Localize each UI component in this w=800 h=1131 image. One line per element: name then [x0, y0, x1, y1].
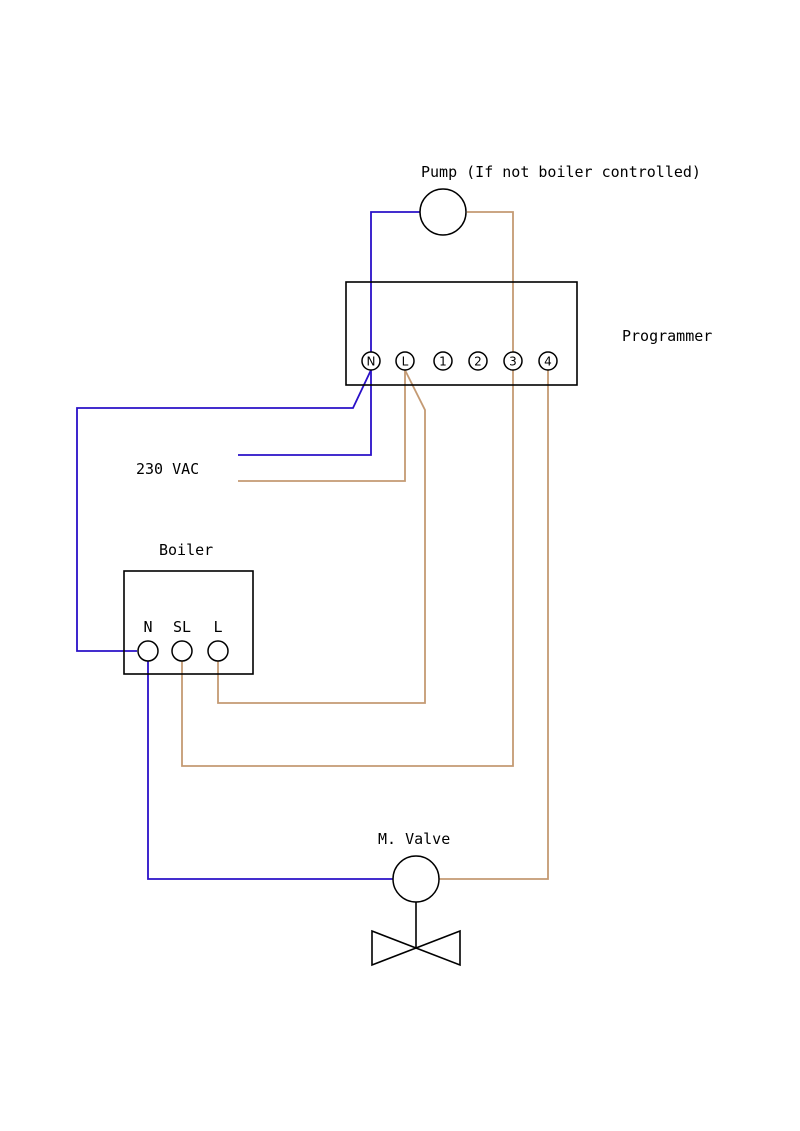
programmer-terminal-3 — [503, 351, 523, 371]
valve-body-icon — [371, 929, 419, 967]
neutral-wires — [76, 211, 420, 880]
programmer-terminal-label: 2 — [474, 355, 482, 369]
programmer-terminal-label: 1 — [439, 355, 447, 369]
wire-pump-neutral — [370, 211, 420, 352]
programmer-terminal-label: L — [402, 355, 409, 369]
pump-symbol — [419, 188, 467, 236]
wire-boiler-live — [217, 369, 426, 704]
programmer-terminal-label: 3 — [509, 355, 517, 369]
programmer-terminal-label: N — [367, 355, 376, 369]
boiler-terminal-label: N — [143, 618, 152, 636]
boiler-label: Boiler — [159, 541, 213, 559]
pump-label: Pump (If not boiler controlled) — [421, 163, 701, 181]
programmer-terminal-label: 4 — [544, 355, 552, 369]
wire-supply-neutral — [238, 370, 372, 456]
boiler-box — [123, 570, 254, 675]
programmer-label: Programmer — [622, 327, 712, 345]
live-wires — [181, 211, 549, 880]
programmer-terminal-l — [395, 351, 415, 371]
wire-valve-neutral — [147, 661, 393, 880]
programmer-terminals: N L 1 2 3 4 — [361, 351, 558, 371]
motorised-valve: M. Valve — [371, 830, 461, 967]
programmer-terminal-1 — [433, 351, 453, 371]
boiler-terminal-n — [137, 640, 159, 662]
supply-label: 230 VAC — [136, 460, 199, 478]
programmer-box — [345, 281, 578, 386]
wire-switched-live — [181, 370, 514, 767]
boiler-terminal-label: SL — [173, 618, 191, 636]
valve-actuator-symbol — [392, 855, 440, 903]
valve-label: M. Valve — [378, 830, 450, 848]
programmer-terminal-2 — [468, 351, 488, 371]
wire-supply-live — [238, 370, 406, 482]
wire-valve-live — [439, 370, 549, 880]
boiler-terminals: N SL L — [137, 618, 229, 662]
programmer: Programmer N L 1 2 3 4 — [345, 281, 712, 386]
programmer-terminal-4 — [538, 351, 558, 371]
boiler-terminal-label: L — [213, 618, 222, 636]
boiler: Boiler N SL L — [123, 541, 254, 675]
boiler-terminal-l — [207, 640, 229, 662]
pump: Pump (If not boiler controlled) — [419, 163, 701, 236]
valve-body-icon-right — [413, 929, 461, 967]
wire-boiler-neutral — [76, 369, 372, 652]
boiler-terminal-sl — [171, 640, 193, 662]
wire-pump-live — [467, 211, 514, 352]
programmer-terminal-n — [361, 351, 381, 371]
